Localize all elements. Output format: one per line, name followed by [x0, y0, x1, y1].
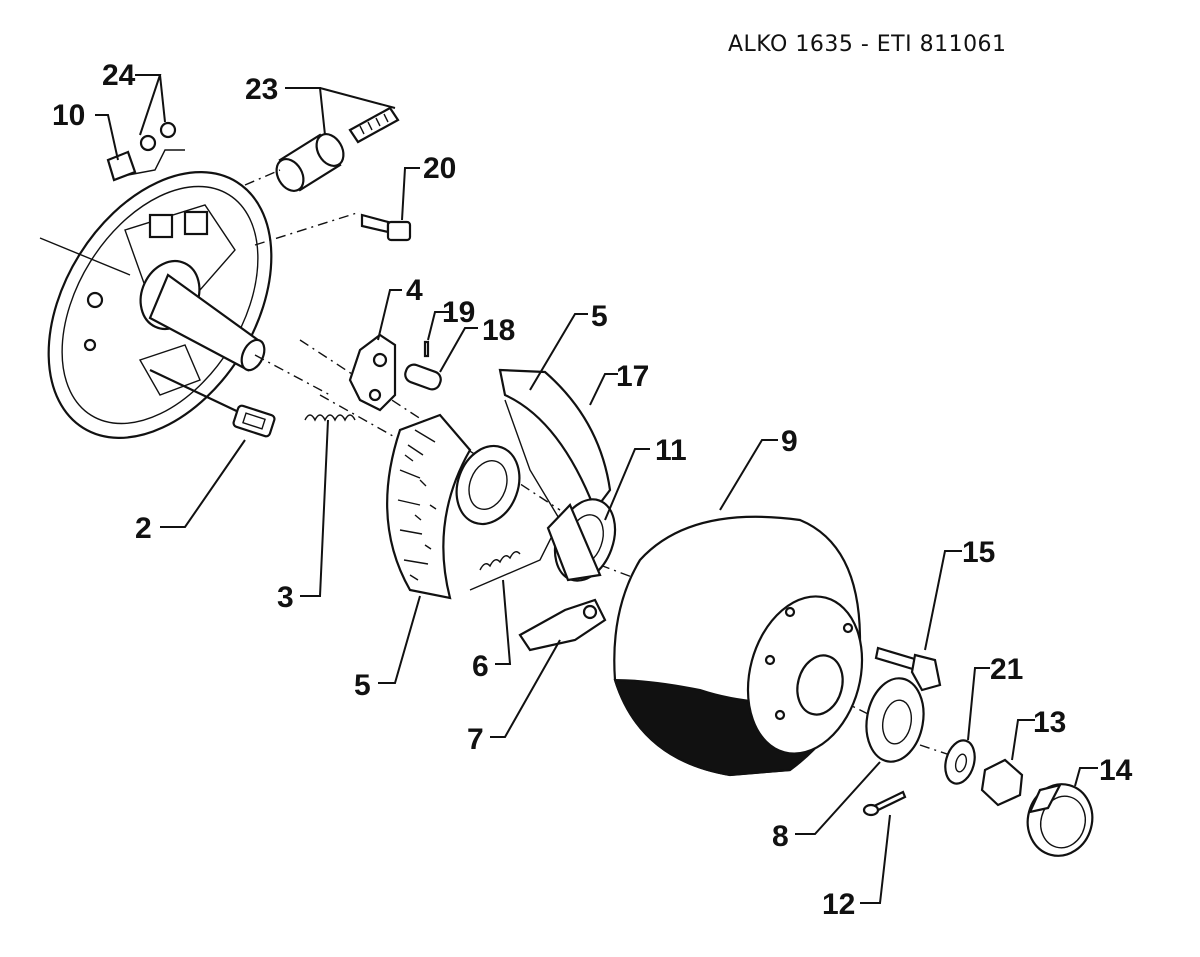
part-23-bushing	[275, 133, 345, 192]
part-10-plate	[106, 150, 137, 182]
callout-15: 15	[962, 536, 995, 569]
callout-23: 23	[245, 73, 278, 106]
callout-3: 3	[277, 581, 294, 614]
part-8-bearing	[865, 677, 925, 763]
diagram-title: ALKO 1635 - ETI 811061	[728, 32, 1007, 57]
callout-17: 17	[616, 360, 649, 393]
callout-12: 12	[822, 888, 855, 921]
part-12-cotter-pin	[862, 790, 907, 817]
callout-5-bottom: 5	[354, 669, 371, 702]
part-13-nut	[980, 758, 1024, 807]
callout-2: 2	[135, 512, 152, 545]
part-21-washer	[944, 739, 976, 785]
callout-8: 8	[772, 820, 789, 853]
brake-cable	[149, 369, 276, 438]
callout-11: 11	[655, 434, 687, 467]
callout-5-top: 5	[591, 300, 608, 333]
callout-24: 24	[102, 59, 136, 92]
callout-18: 18	[482, 314, 515, 347]
callout-10: 10	[52, 99, 85, 132]
part-14-cap	[1026, 783, 1094, 857]
callout-6: 6	[472, 650, 489, 683]
callout-7: 7	[467, 723, 484, 756]
callout-21: 21	[990, 653, 1023, 686]
part-18-pin	[404, 363, 442, 391]
part-9-brake-drum	[613, 515, 864, 777]
part-4-lever	[348, 333, 397, 412]
part-6-spring	[479, 551, 521, 571]
leader-lines	[95, 74, 1098, 904]
part-5-brake-shoe-lining	[386, 413, 472, 600]
axle-stub	[39, 237, 266, 372]
callout-13: 13	[1033, 706, 1066, 739]
part-11-bearing	[546, 498, 617, 582]
part-19-pin	[423, 340, 430, 358]
part-24-bolts	[139, 121, 177, 152]
part-15-bolt	[874, 646, 942, 692]
callout-9: 9	[781, 425, 798, 458]
callout-4: 4	[406, 274, 423, 307]
callout-20: 20	[423, 152, 456, 185]
part-3-spring	[304, 414, 356, 422]
callout-14: 14	[1099, 754, 1133, 787]
callout-19: 19	[442, 296, 475, 329]
bearing-seat	[455, 444, 521, 526]
part-23-screw	[348, 106, 400, 144]
part-7-adjuster	[518, 598, 607, 652]
part-20-adjuster	[360, 213, 412, 242]
